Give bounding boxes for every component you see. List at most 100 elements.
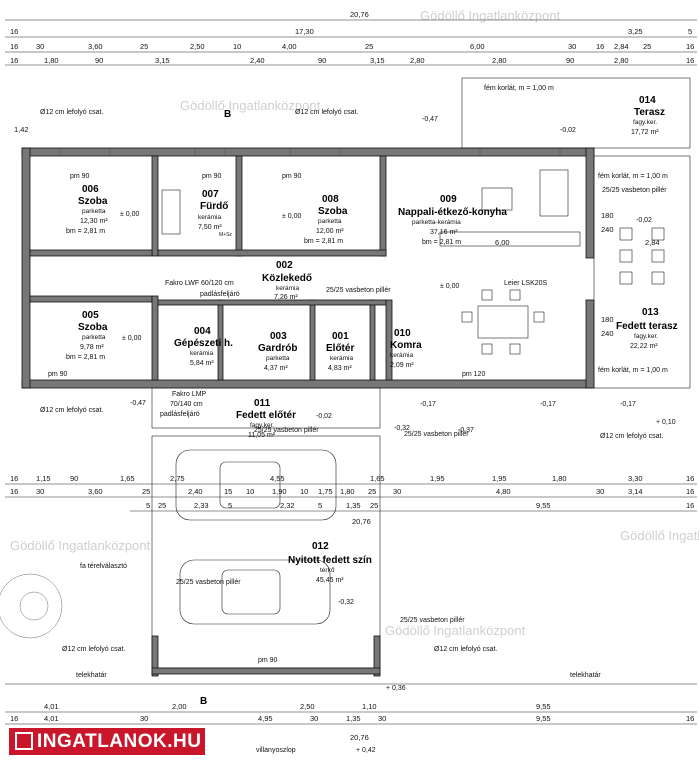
- mid-dimensions: 16 1,15 90 1,65 2,75 4,55 1,65 1,95 1,95…: [5, 474, 697, 526]
- pillar-label: 25/25 vasbeton pillér: [400, 617, 465, 624]
- room-finish: térkő: [320, 567, 335, 574]
- room-finish: parketta: [82, 334, 106, 341]
- hatch-label: Fakro LWF 60/120 cm: [165, 280, 234, 287]
- room-number: 014: [639, 95, 656, 106]
- hatch-sub-label: padlásfeljáró: [160, 411, 200, 418]
- dim: 4,00: [282, 42, 297, 51]
- room-name: Szoba: [78, 196, 108, 207]
- room-area: 7,26 m²: [274, 294, 298, 301]
- garden-left: fa térelválasztó Ø12 cm lefolyó csat. te…: [0, 563, 697, 707]
- room-height: bm = 2,81 m: [66, 228, 105, 235]
- drain-label: Ø12 cm lefolyó csat.: [600, 433, 663, 440]
- room-area: 12,00 m²: [316, 228, 344, 235]
- dim: 16: [686, 714, 694, 723]
- watermark-text: Gödöllő Ingatlanközpont: [420, 8, 561, 23]
- screen-label: fa térelválasztó: [80, 563, 127, 570]
- dim: 2,33: [194, 501, 209, 510]
- drain-label: Ø12 cm lefolyó csat.: [62, 646, 125, 653]
- room-area: 12,30 m²: [80, 218, 108, 225]
- dim: 90: [318, 56, 326, 65]
- window-label: pm 90: [258, 657, 278, 664]
- room-name: Gardrób: [258, 343, 297, 354]
- car-top: [175, 449, 337, 521]
- dim: 1,80: [340, 487, 355, 496]
- room-009: 009 Nappali-étkező-konyha parketta-kerám…: [398, 169, 581, 287]
- dim: 1,95: [492, 474, 507, 483]
- room-area: 11,05 m²: [248, 432, 276, 439]
- watermark-text: Gödöllő Ingatlanközpont: [10, 538, 151, 553]
- room-finish: fagy.ker.: [634, 333, 658, 340]
- dim: 2,80: [410, 56, 425, 65]
- room-finish: fagy.ker.: [250, 422, 274, 429]
- dim: 30: [393, 487, 401, 496]
- dim: 5: [228, 501, 232, 510]
- dim: 30: [378, 714, 386, 723]
- window-label: pm 90: [282, 173, 302, 180]
- dim: 9,55: [536, 702, 551, 711]
- dim: 9,55: [536, 714, 551, 723]
- room-name: Nappali-étkező-konyha: [398, 207, 507, 218]
- room-number: 008: [322, 194, 339, 205]
- room-finish: kerámia: [276, 285, 300, 292]
- dim: 5: [318, 501, 322, 510]
- pillar-label: 25/25 vasbeton pillér: [404, 431, 469, 438]
- dim: 5: [146, 501, 150, 510]
- dim: 25: [643, 42, 651, 51]
- room-finish: parketta: [266, 355, 290, 362]
- room-number: 004: [194, 326, 211, 337]
- level-mark: -0,17: [620, 401, 636, 408]
- dim: 16: [686, 487, 694, 496]
- level-mark: -0,32: [394, 425, 410, 432]
- room-height: bm = 2,81 m: [422, 239, 461, 246]
- terrace-chairs: [619, 227, 665, 285]
- room-area: 17,72 m²: [631, 129, 659, 136]
- house-walls: [21, 147, 595, 389]
- dim: 16: [10, 487, 18, 496]
- room-area: 45,45 m²: [316, 577, 344, 584]
- window-label: pm 90: [48, 371, 68, 378]
- room-010: 010 Komra kerámia 2,09 m² pm 120: [390, 328, 485, 378]
- dim: 1,80: [44, 56, 59, 65]
- dim: 30: [36, 42, 44, 51]
- car-bottom: [179, 559, 331, 625]
- watermark-text: Gödöllő Ingatlanközpont: [180, 98, 321, 113]
- window-label: pm 120: [462, 371, 485, 378]
- room-006: pm 90 006 Szoba parketta 12,30 m² bm = 2…: [66, 173, 140, 235]
- dim: 1,35: [346, 501, 361, 510]
- level-mark: -0,02: [636, 217, 652, 224]
- room-004: 004 Gépészeti h. kerámia 5,84 m²: [174, 326, 233, 367]
- room-name: Fürdő: [200, 201, 228, 212]
- railing-label: fém korlát, m = 1,00 m: [598, 173, 668, 180]
- dim: 25: [365, 42, 373, 51]
- dim: 1,80: [552, 474, 567, 483]
- drain-label: Ø12 cm lefolyó csat.: [295, 109, 358, 116]
- room-name: Komra: [390, 340, 422, 351]
- dim: 90: [95, 56, 103, 65]
- room-number: 001: [332, 331, 349, 342]
- dim: 4,80: [496, 487, 511, 496]
- dim: 1,15: [36, 474, 51, 483]
- dim: 30: [310, 714, 318, 723]
- level-mark: ± 0,00: [120, 211, 140, 218]
- top-annotations: Ø12 cm lefolyó csat. Ø12 cm lefolyó csat…: [14, 109, 576, 134]
- room-005: 005 Szoba parketta 9,78 m² bm = 2,81 m ±…: [48, 310, 142, 378]
- room-height: bm = 2,81 m: [304, 238, 343, 245]
- drain-label: Ø12 cm lefolyó csat.: [434, 646, 497, 653]
- room-number: 010: [394, 328, 411, 339]
- dim: 1,65: [370, 474, 385, 483]
- hatch-size: 70/140 cm: [170, 401, 203, 408]
- room-number: 006: [82, 184, 99, 195]
- dim: 1,75: [318, 487, 333, 496]
- dim: 2,32: [280, 501, 295, 510]
- dim-total: 20,76: [350, 10, 369, 19]
- pillar-label: 25/25 vasbeton pillér: [254, 427, 319, 434]
- dim: 25: [368, 487, 376, 496]
- dim: 3,15: [155, 56, 170, 65]
- room-name: Szoba: [78, 322, 108, 333]
- dim: 25: [370, 501, 378, 510]
- room-name: Fedett előtér: [236, 410, 296, 421]
- level-mark: -0,47: [130, 400, 146, 407]
- dim: 3,60: [88, 42, 103, 51]
- dim: 2,75: [170, 474, 185, 483]
